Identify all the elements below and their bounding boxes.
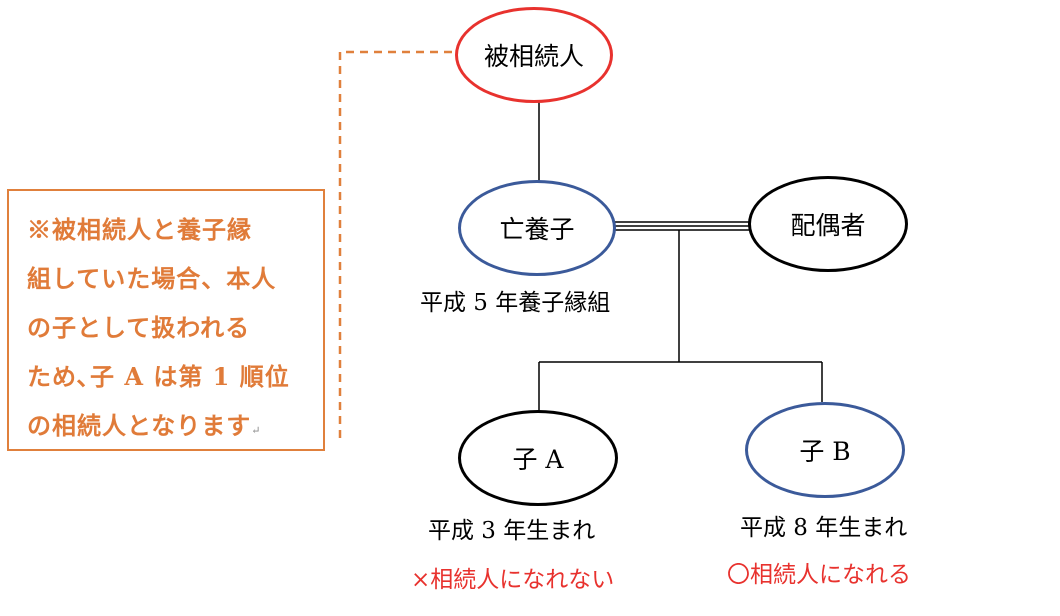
child-b-node: 子 B (745, 402, 905, 498)
child-a-node: 子 A (458, 410, 618, 506)
note-line-4: ため､子 A は第 1 順位 (27, 362, 290, 391)
child-a-birth-caption: 平成 3 年生まれ (428, 518, 596, 544)
spouse-label: 配偶者 (790, 211, 866, 240)
child-b-status: 〇相続人になれる (727, 562, 911, 588)
child-b-label: 子 B (799, 437, 851, 466)
decedent-label: 被相続人 (483, 42, 584, 71)
note-line-1: ※被相続人と養子縁 (27, 215, 252, 244)
child-a-label: 子 A (512, 445, 564, 474)
note-line-2: 組していた場合、本人 (27, 264, 277, 293)
adoption-caption: 平成 5 年養子縁組 (420, 290, 611, 316)
note-line-3: の子として扱われる (27, 313, 251, 342)
explanation-note-box: ※被相続人と養子縁 組していた場合、本人 の子として扱われる ため､子 A は第… (7, 189, 325, 451)
note-dashed-connector (338, 50, 456, 438)
deceased-adopted-child-node: 亡養子 (458, 180, 616, 276)
return-mark: ↵ (251, 424, 262, 437)
child-a-status: ×相続人になれない (411, 567, 615, 593)
spouse-node: 配偶者 (748, 176, 908, 272)
note-line-5-wrapper: の相続人となります↵ (27, 401, 309, 455)
deceased-adopted-child-label: 亡養子 (499, 215, 575, 244)
decedent-node: 被相続人 (455, 7, 613, 103)
note-line-5: の相続人となります (27, 411, 252, 440)
child-b-birth-caption: 平成 8 年生まれ (740, 515, 908, 541)
